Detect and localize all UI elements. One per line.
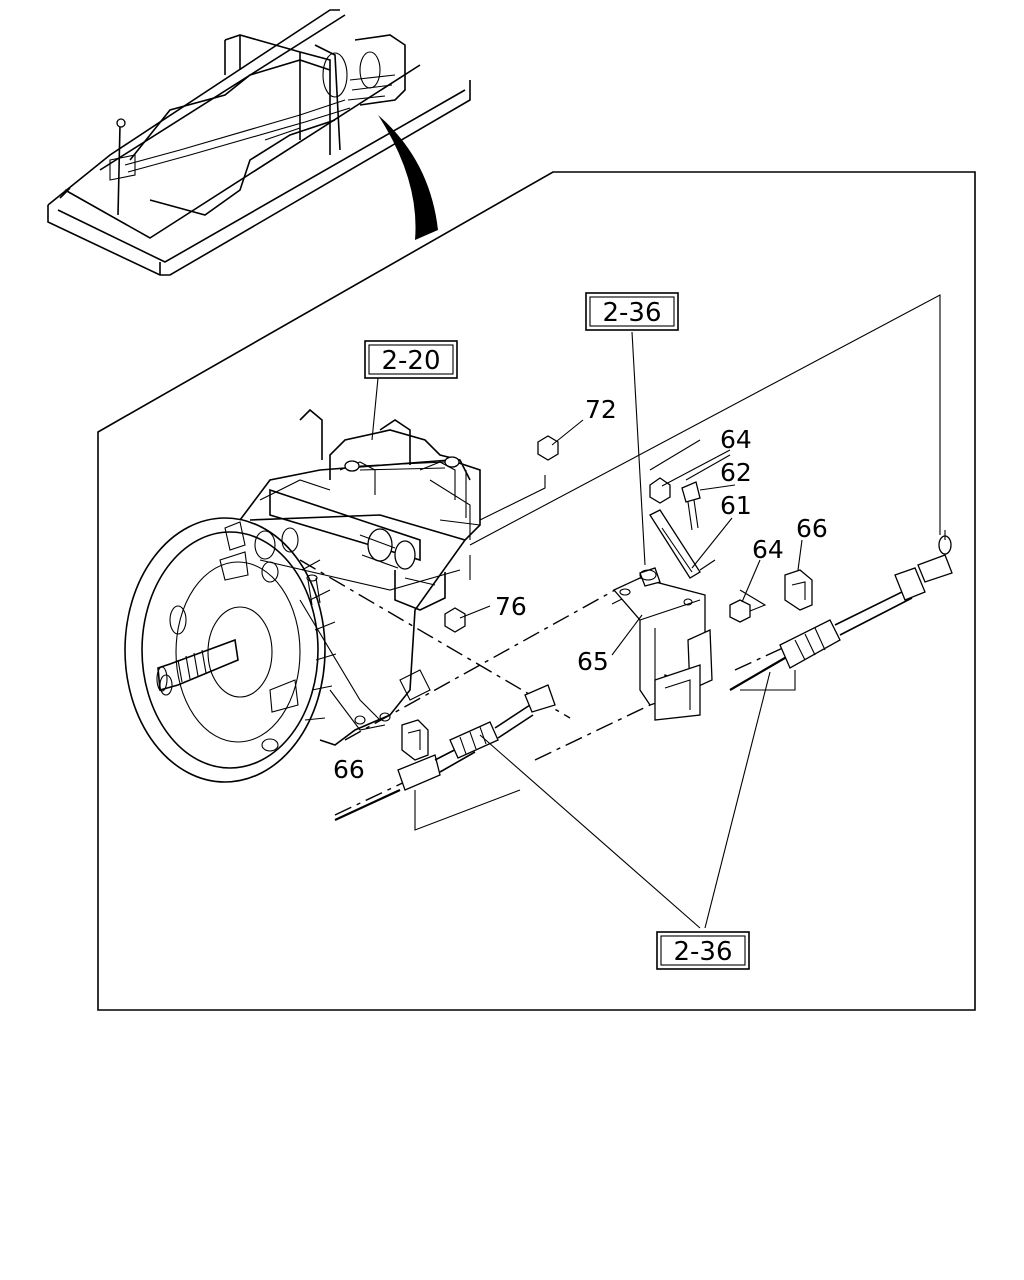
transmission-assembly <box>124 408 481 783</box>
callout-64-lower: 64 <box>752 535 784 564</box>
ref-box-2-36-bottom: 2-36 <box>656 931 750 970</box>
callout-66-left: 66 <box>333 755 365 784</box>
guide-lines <box>299 294 941 831</box>
ref-box-2-36-top: 2-36 <box>585 292 679 331</box>
callout-61: 61 <box>720 491 752 520</box>
callout-64-upper: 64 <box>720 425 752 454</box>
cable-and-bracket <box>334 331 953 929</box>
ref-label-2-36-bottom: 2-36 <box>673 937 732 967</box>
vehicle-overview <box>47 9 471 276</box>
callouts: 72 64 62 61 66 64 76 65 66 <box>333 395 828 784</box>
ref-label-2-36-top: 2-36 <box>602 298 661 328</box>
callout-62: 62 <box>720 458 752 487</box>
ref-box-2-20: 2-20 <box>364 340 458 379</box>
ref-label-2-20: 2-20 <box>381 346 440 376</box>
callout-leaders <box>459 419 803 656</box>
callout-76: 76 <box>495 592 527 621</box>
callout-65: 65 <box>577 647 609 676</box>
callout-72: 72 <box>585 395 617 424</box>
detail-frame <box>97 171 976 1011</box>
callout-66-right: 66 <box>796 514 828 543</box>
